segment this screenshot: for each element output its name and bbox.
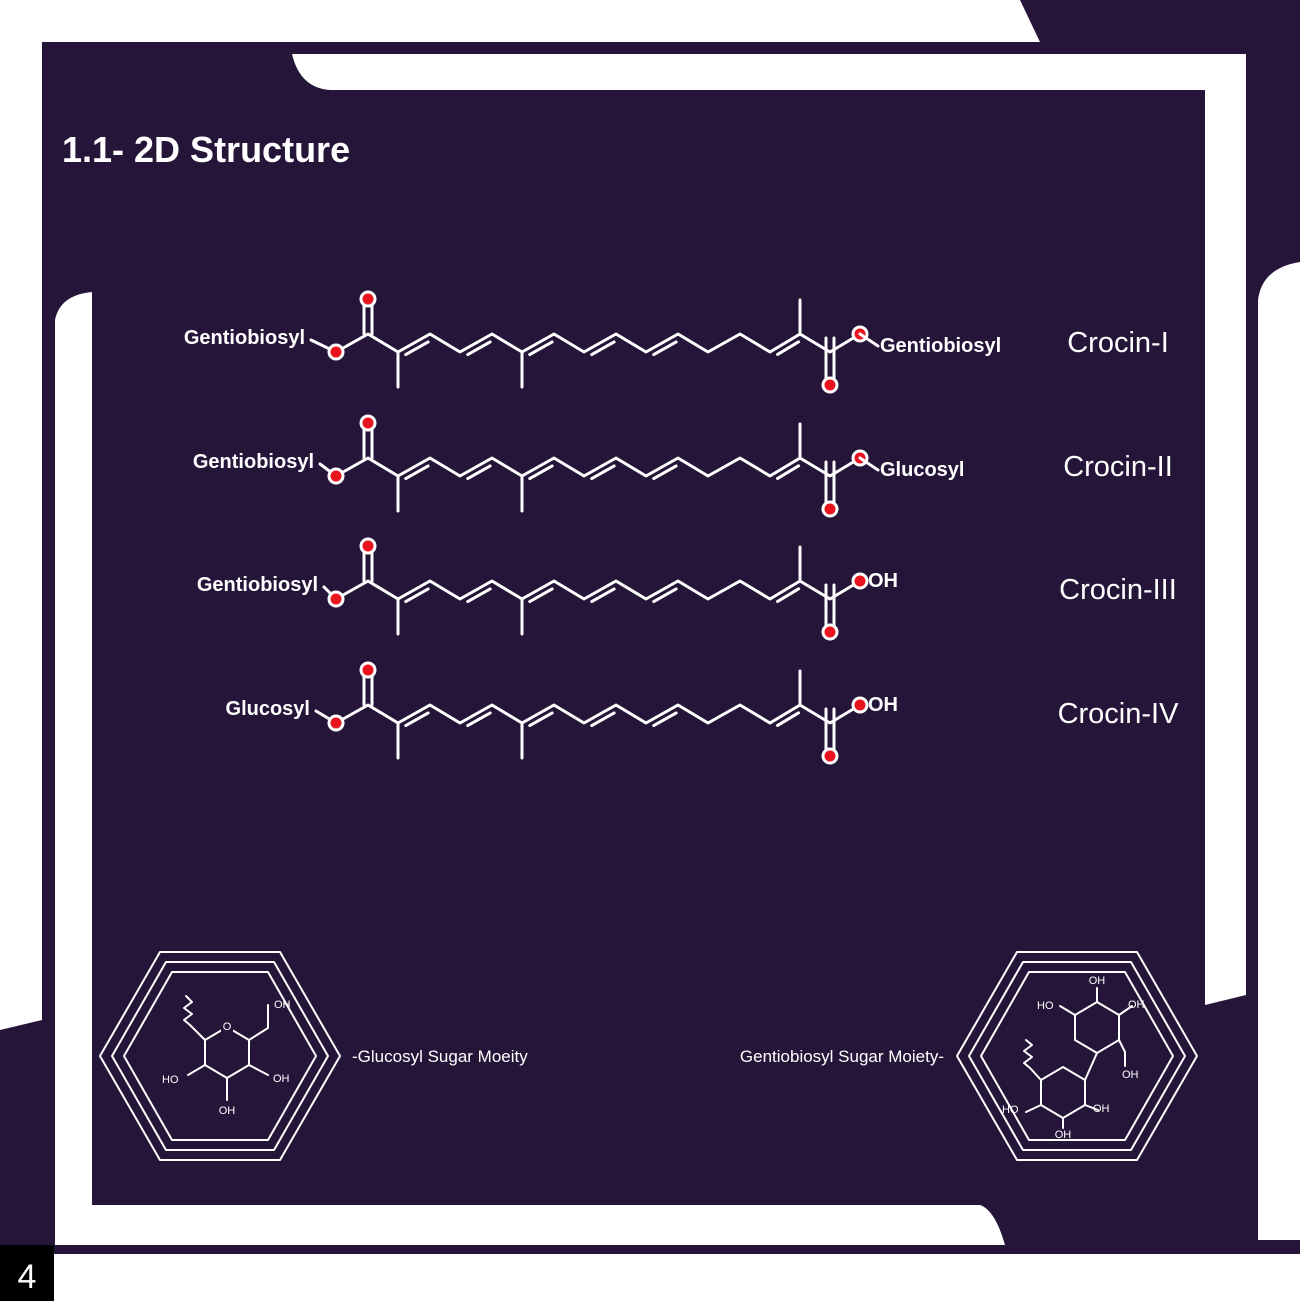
double-bond xyxy=(528,587,554,604)
oh-label: OH xyxy=(273,1073,290,1085)
oh-label: OH xyxy=(1122,1069,1139,1081)
double-bond xyxy=(528,464,554,481)
corner-decoration-left xyxy=(0,1020,42,1300)
oxygen-atom xyxy=(359,290,377,308)
double-bond xyxy=(590,340,616,357)
left-substituent-label: Gentiobiosyl xyxy=(197,574,318,596)
double-bond xyxy=(466,340,492,357)
double-bond xyxy=(652,587,678,604)
oxygen-atom xyxy=(851,696,869,714)
crocin-molecule: Glucosyl OH Crocin-IV xyxy=(226,661,1180,765)
oh-label: OH xyxy=(1093,1103,1110,1115)
oxygen-atom xyxy=(359,537,377,555)
polyene-chain xyxy=(334,456,862,478)
ho-label: HO xyxy=(1037,1000,1054,1012)
glucosyl-moiety: O OH HO OH OH xyxy=(99,951,341,1161)
corner-decoration xyxy=(1020,0,1300,42)
double-bond xyxy=(528,340,554,357)
crocin-molecule: Gentiobiosyl OH Crocin-III xyxy=(197,537,1177,641)
right-substituent-label: Glucosyl xyxy=(880,459,964,481)
double-bond xyxy=(590,464,616,481)
gentiobiosyl-moiety: OH HO OH OH HO OH OH xyxy=(956,951,1198,1161)
left-substituent-label: Gentiobiosyl xyxy=(193,451,314,473)
frame-band-right xyxy=(1258,262,1300,1240)
molecule-name: Crocin-II xyxy=(1063,451,1173,483)
glucosyl-moiety-label: -Glucosyl Sugar Moeity xyxy=(352,1047,528,1066)
left-substituent-label: Gentiobiosyl xyxy=(184,327,305,349)
left-substituent-label: Glucosyl xyxy=(226,698,310,720)
double-bond xyxy=(466,711,492,728)
double-bond xyxy=(590,587,616,604)
oh-label: OH xyxy=(1128,999,1145,1011)
crocin-molecule: Gentiobiosyl Glucosyl Crocin-II xyxy=(193,414,1173,518)
double-bond xyxy=(652,464,678,481)
double-bond xyxy=(590,711,616,728)
oxygen-atom xyxy=(327,714,345,732)
oxygen-atom xyxy=(851,572,869,590)
double-bond xyxy=(466,587,492,604)
double-bond xyxy=(404,587,430,604)
page-number-box xyxy=(0,1245,54,1301)
oh-label: OH xyxy=(1055,1129,1072,1141)
right-substituent-label: OH xyxy=(868,694,898,716)
crocin-molecule: Gentiobiosyl Gentiobiosyl Crocin-I xyxy=(184,290,1169,394)
polyene-chain xyxy=(334,579,862,601)
oxygen-atom xyxy=(821,500,839,518)
oxygen-atom xyxy=(821,623,839,641)
page-number: 4 xyxy=(18,1258,37,1296)
ho-label: HO xyxy=(1002,1104,1019,1116)
content-area xyxy=(92,92,1205,1205)
polyene-chain xyxy=(334,703,862,725)
double-bond xyxy=(528,711,554,728)
double-bond xyxy=(776,587,801,603)
frame-band-bottom xyxy=(262,1260,1300,1298)
oh-label: OH xyxy=(1089,975,1106,987)
oh-label: OH xyxy=(219,1105,236,1117)
molecule-name: Crocin-III xyxy=(1059,574,1177,606)
gentiobiosyl-moiety-label: Gentiobiosyl Sugar Moiety- xyxy=(740,1047,944,1066)
double-bond xyxy=(404,464,430,481)
oxygen-atom xyxy=(821,376,839,394)
double-bond xyxy=(404,711,430,728)
right-substituent-label: OH xyxy=(868,570,898,592)
oxygen-atom xyxy=(359,661,377,679)
double-bond xyxy=(404,340,430,357)
oxygen-atom xyxy=(327,590,345,608)
right-substituent-label: Gentiobiosyl xyxy=(880,335,1001,357)
double-bond xyxy=(776,464,801,480)
molecule-name: Crocin-IV xyxy=(1058,698,1180,730)
polyene-chain xyxy=(334,332,862,354)
double-bond xyxy=(652,340,678,357)
oxygen-atom xyxy=(327,343,345,361)
double-bond xyxy=(466,464,492,481)
double-bond xyxy=(776,340,801,356)
ring-oxygen-label: O xyxy=(223,1021,232,1033)
molecule-name: Crocin-I xyxy=(1067,327,1169,359)
ho-label: HO xyxy=(162,1074,179,1086)
page-title: 1.1- 2D Structure xyxy=(62,129,350,170)
oh-label: OH xyxy=(274,999,291,1011)
double-bond xyxy=(652,711,678,728)
oxygen-atom xyxy=(821,747,839,765)
oxygen-atom xyxy=(359,414,377,432)
double-bond xyxy=(776,711,801,727)
oxygen-atom xyxy=(327,467,345,485)
